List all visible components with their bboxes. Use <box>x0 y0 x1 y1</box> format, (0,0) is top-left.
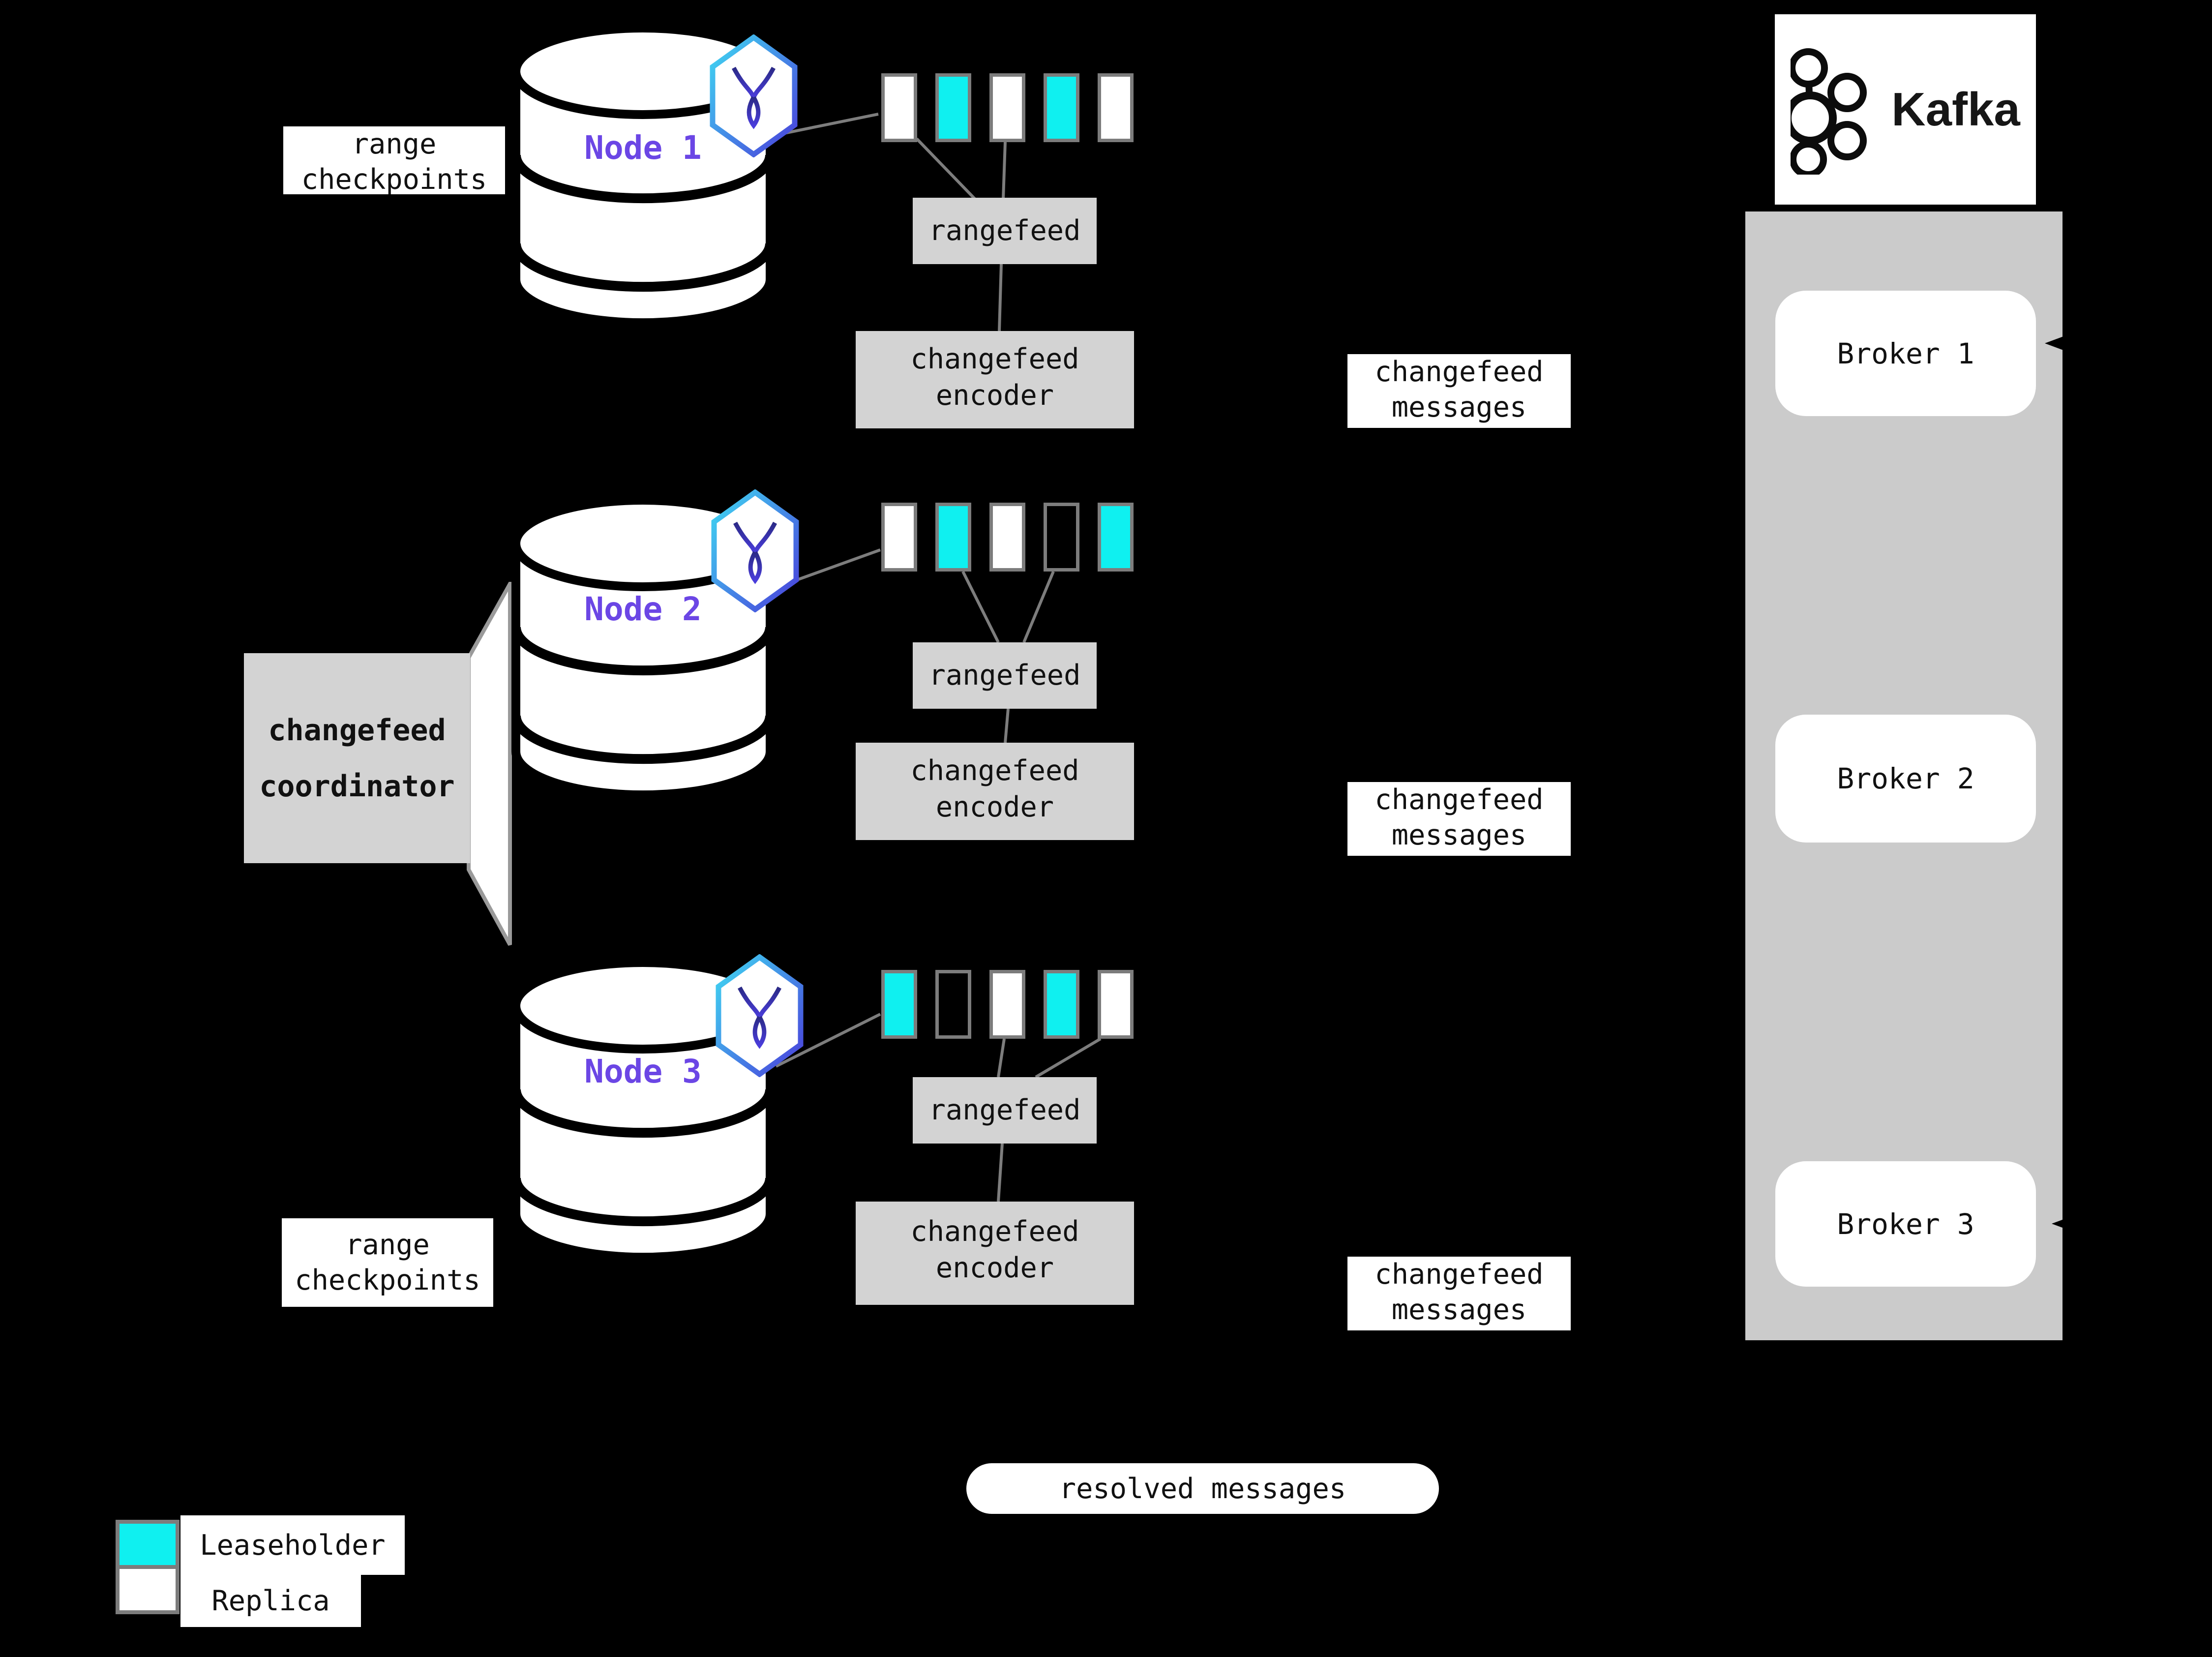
legend-leaseholder-swatch <box>116 1520 179 1569</box>
node-2-cockroachdb-badge-icon <box>711 489 799 612</box>
node-3-cylinder <box>511 959 775 1262</box>
kafka-wordmark: Kafka <box>1891 83 2020 136</box>
range-square-replica <box>1098 73 1134 142</box>
node-3-rangefeed-box: rangefeed <box>913 1077 1097 1144</box>
range-square-replica <box>1098 970 1134 1039</box>
node-2-cylinder <box>511 497 775 799</box>
kafka-logo-card: Kafka <box>1775 14 2036 205</box>
legend-replica-label: Replica <box>180 1575 361 1627</box>
node-1-rangefeed-box: rangefeed <box>913 198 1097 264</box>
range-square-replica <box>881 73 917 142</box>
range-square-leaseholder <box>935 73 971 142</box>
broker-3-label: Broker 3 <box>1837 1207 1974 1241</box>
range-square-replica <box>881 503 917 572</box>
broker-1-label: Broker 1 <box>1837 336 1974 370</box>
resolved-messages-pill: resolved messages <box>966 1463 1439 1514</box>
broker-2-label: Broker 2 <box>1837 762 1974 795</box>
changefeed-messages-label-1: changefeed messages <box>1347 354 1571 428</box>
broker-1: Broker 1 <box>1775 291 2036 416</box>
arrowhead-into-broker-1 <box>2045 335 2067 352</box>
node-2-range-squares <box>881 503 1134 572</box>
arrowhead-into-broker-3 <box>2052 1215 2074 1232</box>
range-square-replica <box>989 970 1025 1039</box>
changefeed-messages-label-3: changefeed messages <box>1347 1257 1571 1330</box>
legend-replica-swatch <box>116 1565 179 1614</box>
kafka-logo-icon <box>1791 48 1867 175</box>
range-checkpoints-label-bottom: range checkpoints <box>282 1218 493 1307</box>
node-1-name: Node 1 <box>584 129 702 167</box>
range-square-leaseholder <box>1044 970 1079 1039</box>
node-2-name: Node 2 <box>584 590 702 628</box>
range-square-replica <box>989 503 1025 572</box>
changefeed-coordinator-box: changefeed coordinator <box>244 653 470 863</box>
range-square-replica <box>989 73 1025 142</box>
range-square-leaseholder <box>1044 73 1079 142</box>
broker-2: Broker 2 <box>1775 715 2036 843</box>
node-3-name: Node 3 <box>584 1053 702 1090</box>
legend-leaseholder-label: Leaseholder <box>180 1515 405 1575</box>
range-square-empty <box>1044 503 1079 572</box>
coordinator-page-ribbon <box>467 582 512 946</box>
node-3-cockroachdb-badge-icon <box>716 954 804 1077</box>
range-square-leaseholder <box>881 970 917 1039</box>
range-checkpoints-label-top: range checkpoints <box>283 126 505 194</box>
node-3-changefeed-encoder-box: changefeed encoder <box>856 1202 1134 1305</box>
broker-3: Broker 3 <box>1775 1161 2036 1287</box>
node-1-changefeed-encoder-box: changefeed encoder <box>856 331 1134 428</box>
range-square-leaseholder <box>1098 503 1134 572</box>
range-square-leaseholder <box>935 503 971 572</box>
node-2-rangefeed-box: rangefeed <box>913 642 1097 709</box>
node-3-range-squares <box>881 970 1134 1039</box>
node-2-changefeed-encoder-box: changefeed encoder <box>856 743 1134 840</box>
node-1-range-squares <box>881 73 1134 142</box>
node-1-cockroachdb-badge-icon <box>710 34 798 157</box>
range-square-empty <box>935 970 971 1039</box>
node-1-cylinder <box>511 25 775 327</box>
changefeed-messages-label-2: changefeed messages <box>1347 782 1571 856</box>
